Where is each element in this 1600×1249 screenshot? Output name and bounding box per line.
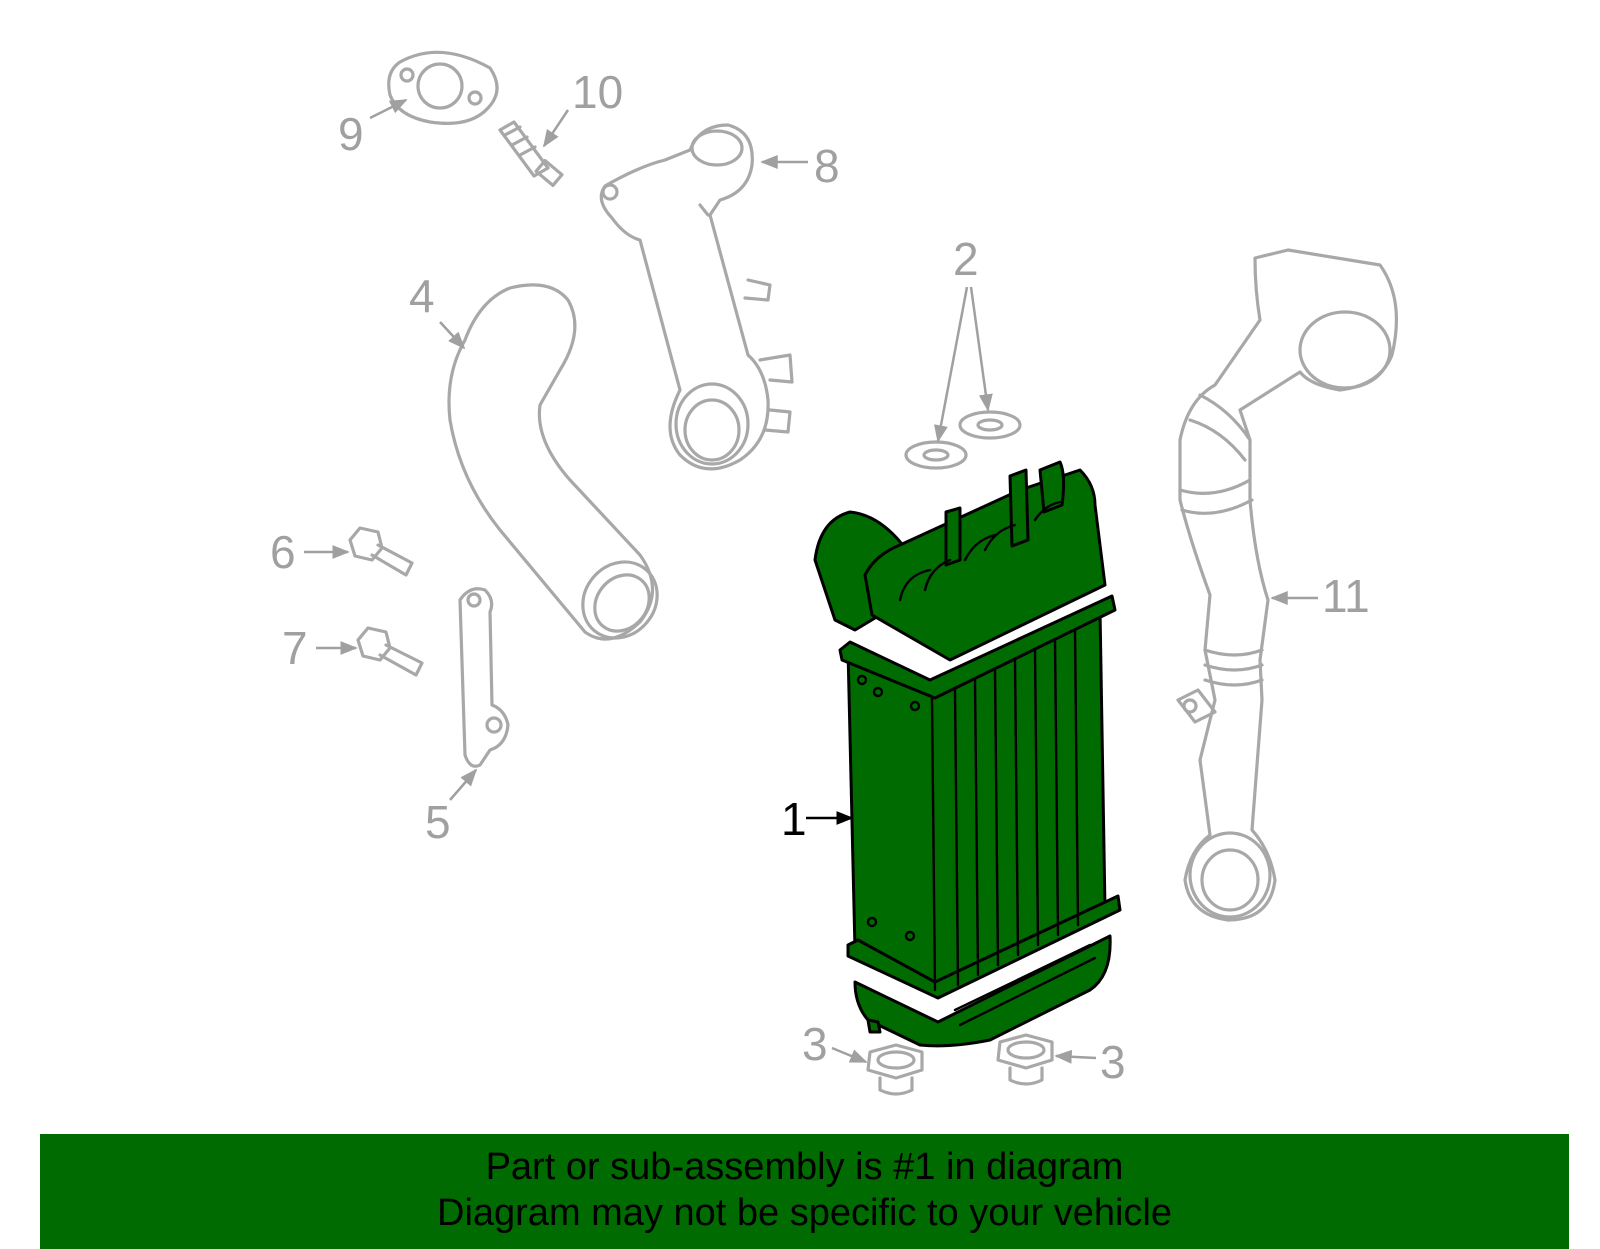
part-9-gasket[interactable] xyxy=(387,50,499,125)
svg-text:5: 5 xyxy=(425,796,451,848)
svg-text:2: 2 xyxy=(953,233,979,285)
svg-text:7: 7 xyxy=(282,622,308,674)
svg-text:8: 8 xyxy=(814,140,840,192)
svg-text:4: 4 xyxy=(409,270,435,322)
part-3-nut-right[interactable] xyxy=(996,1033,1054,1086)
part-2-washers[interactable] xyxy=(904,410,1022,470)
part-11-pipe[interactable] xyxy=(1176,248,1398,922)
callout-4: 4 xyxy=(409,270,466,350)
callout-9: 9 xyxy=(338,98,408,160)
part-8-intake-pipe[interactable] xyxy=(599,123,794,471)
callout-10: 10 xyxy=(542,66,623,148)
part-1-intercooler[interactable] xyxy=(813,460,1122,1048)
callout-1: 1 xyxy=(781,793,854,845)
callout-7: 7 xyxy=(282,622,358,674)
part-5-bracket[interactable] xyxy=(458,587,510,768)
banner-line-2: Diagram may not be specific to your vehi… xyxy=(437,1192,1172,1234)
callout-8: 8 xyxy=(760,140,840,192)
part-10-sensor[interactable] xyxy=(498,120,564,188)
callout-3-left: 3 xyxy=(802,1018,868,1070)
callout-11: 11 xyxy=(1270,570,1370,622)
svg-text:3: 3 xyxy=(1100,1036,1126,1088)
part-6-bolt[interactable] xyxy=(348,526,414,577)
part-7-bolt[interactable] xyxy=(356,626,424,677)
callout-3-right: 3 xyxy=(1054,1036,1126,1088)
callout-5: 5 xyxy=(425,768,478,848)
part-4-hose[interactable] xyxy=(447,283,673,653)
banner-line-1: Part or sub-assembly is #1 in diagram xyxy=(485,1146,1124,1188)
svg-text:3: 3 xyxy=(802,1018,828,1070)
info-banner: Part or sub-assembly is #1 in diagram Di… xyxy=(40,1134,1569,1249)
svg-text:9: 9 xyxy=(338,108,364,160)
callout-2: 2 xyxy=(934,233,993,443)
svg-text:6: 6 xyxy=(270,526,296,578)
svg-text:1: 1 xyxy=(781,793,807,845)
callout-6: 6 xyxy=(270,526,350,578)
part-3-nut-left[interactable] xyxy=(866,1043,924,1096)
svg-text:10: 10 xyxy=(572,66,623,118)
svg-text:11: 11 xyxy=(1322,570,1370,622)
